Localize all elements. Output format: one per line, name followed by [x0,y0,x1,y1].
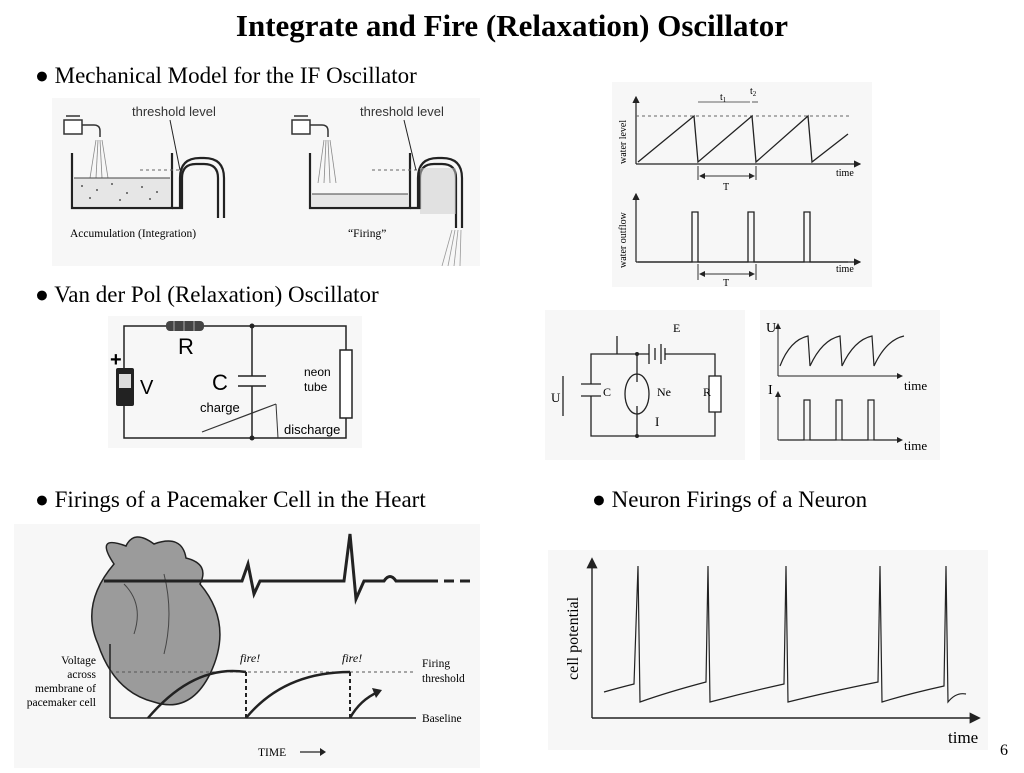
battery-plus-label: + [110,349,122,371]
neon-tube-circuit: R + V C neon tube charge discharge [108,316,362,448]
bullet-mechanical-model: ● Mechanical Model for the IF Oscillator [35,63,417,88]
water-level-ylabel: water level [618,120,629,164]
page-number: 6 [1000,742,1008,759]
bullet-pacemaker: ● Firings of a Pacemaker Cell in the Hea… [35,487,426,512]
ne-circuit-R-label: R [703,385,711,399]
ne-circuit-Ne-label: Ne [657,385,671,399]
graph2-U-label: U [766,321,776,336]
graph2-I-label: I [768,383,773,398]
left-faucet-icon [63,115,101,137]
firing-threshold-label-2: threshold [422,673,465,685]
voltage-label-1: Voltage [61,655,96,667]
firing-threshold-label-1: Firing [422,658,450,670]
neuron-xlabel: time [948,728,978,747]
baseline-label: Baseline [422,713,462,725]
graph2-time-top: time [904,378,927,393]
t2-label: t [750,86,753,97]
water-outflow-ylabel: water outflow [618,211,629,268]
svg-text:t2: t2 [750,86,757,98]
pacemaker-illustration: fire! fire! Firing threshold Baseline Vo… [14,524,480,768]
voltage-label-2: across [67,669,96,681]
ne-circuit-E-label: E [673,321,680,335]
period-top-label: T [723,182,729,193]
voltage-label-4: pacemaker cell [27,697,96,709]
t2-subscript: 2 [753,90,757,98]
fire-label-1: fire! [240,651,260,665]
pacemaker-time-label: TIME [258,747,286,759]
battery-icon [116,368,134,406]
battery-label: V [140,377,154,399]
graph2-time-bottom: time [904,438,927,453]
bullet-van-der-pol: ● Van der Pol (Relaxation) Oscillator [35,282,379,307]
resistor-icon [166,321,204,331]
caption-accumulation: Accumulation (Integration) [70,228,197,240]
bullet-neuron: ● Neuron Firings of a Neuron [592,487,868,512]
ne-circuit-I-label: I [655,414,659,429]
neon-label-line2: tube [304,380,328,394]
t1-subscript: 1 [723,96,727,104]
slide-title: Integrate and Fire (Relaxation) Oscillat… [235,8,789,43]
bottom-time-label: time [836,264,854,275]
voltage-label-3: membrane of [35,683,96,695]
capacitor-label: C [212,370,228,395]
ne-circuit-U-label: U [551,390,561,405]
right-faucet-icon [291,115,329,137]
ui-time-graph: U I time time [760,310,940,460]
left-threshold-label: threshold level [132,104,216,119]
right-threshold-label: threshold level [360,104,444,119]
heart-icon [91,536,221,706]
svg-text:t1: t1 [720,92,727,104]
fire-label-2: fire! [342,651,362,665]
water-level-graph: t1 t2 T time water level T time water ou… [612,82,872,289]
ne-circuit-C-label: C [603,385,611,399]
period-bottom-label: T [723,278,729,287]
discharge-label: discharge [284,422,340,437]
charge-label: charge [200,400,240,415]
neuron-firing-graph: cell potential time [548,550,988,750]
neuron-ylabel: cell potential [565,596,582,680]
neon-label-line1: neon [304,365,331,379]
water-tank-illustration: threshold level threshold level [52,98,480,267]
resistor-label: R [178,334,194,359]
t1-label: t [720,92,723,103]
top-time-label: time [836,168,854,179]
caption-firing: “Firing” [348,228,387,240]
ne-circuit-diagram: U C E Ne R I [545,310,745,460]
